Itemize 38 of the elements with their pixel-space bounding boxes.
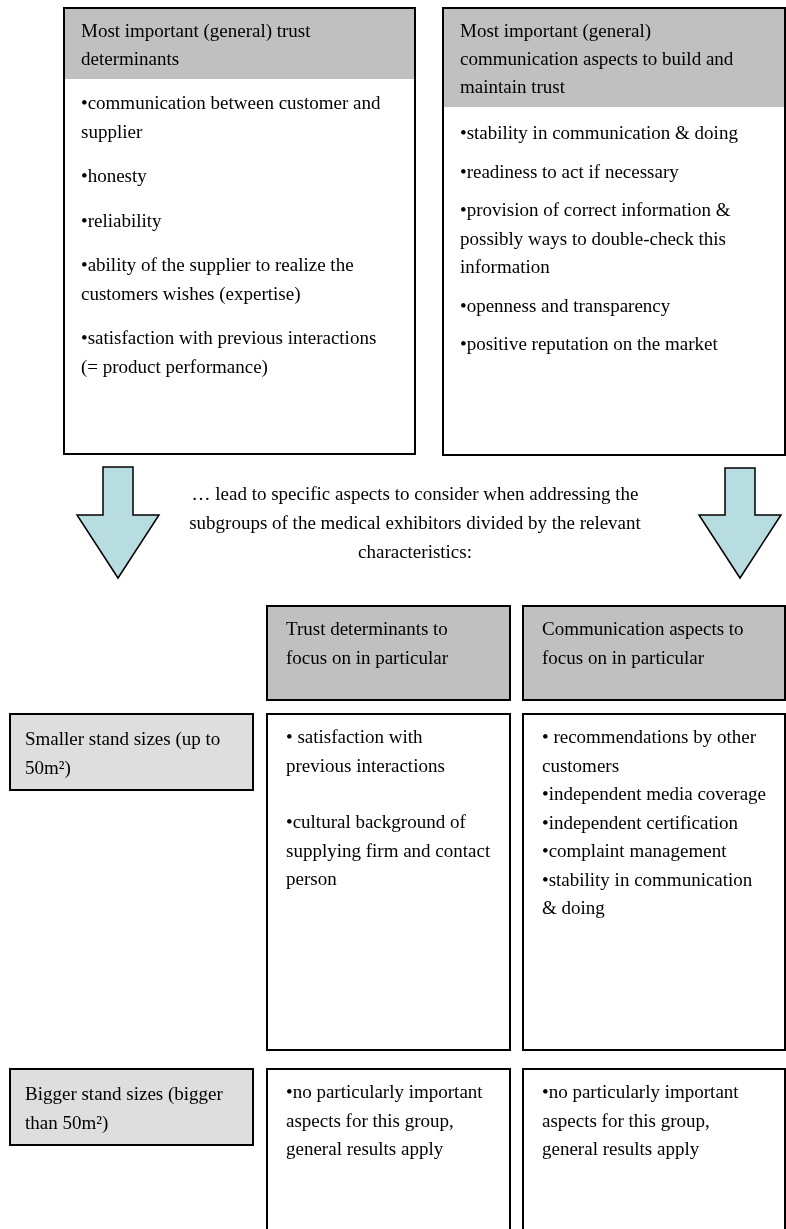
table-cell	[266, 713, 511, 1051]
bullet-item: •stability in communication & doing	[542, 867, 754, 920]
panel-heading: Most important (general) trust determinants	[65, 9, 414, 79]
bullet-item: • recommendations by other customers	[542, 725, 757, 778]
bullet-item: •reliability	[81, 208, 163, 233]
bullet-item: •independent media coverage	[542, 782, 766, 806]
column-header	[522, 605, 786, 701]
table-cell	[522, 1068, 786, 1229]
panel-heading: Most important (general) communication aspects to build and maintain trust	[444, 9, 784, 107]
bullet-item: •stability in communication & doing	[460, 121, 739, 145]
bullet-item: •ability of the supplier to realize the customers wishes (expertise)	[81, 253, 355, 306]
bullet-item: •no particularly important aspects for this group, general results apply	[542, 1080, 740, 1161]
bullet-item: •independent certification	[542, 810, 740, 835]
row-header	[9, 713, 254, 791]
bullet-item: •openness and transparency	[460, 293, 672, 318]
table-cell	[266, 1068, 511, 1229]
bullet-item: •cultural background of supplying firm and contact person	[286, 810, 491, 891]
bullet-item: •communication between customer and supplier	[81, 91, 382, 144]
list-panel	[442, 7, 786, 456]
bullet-item: •provision of correct information & possibly ways to double-check this information	[460, 198, 732, 279]
bullet-item: •positive reputation on the market	[460, 332, 719, 356]
transition-text: … lead to specific aspects to consider when addressing the subgroups of the medical exhibitors divided by the relevant characteristics:	[188, 482, 642, 564]
bullet-item: •readiness to act if necessary	[460, 159, 680, 184]
row-header	[9, 1068, 254, 1146]
down-block-arrow	[697, 467, 783, 580]
column-header	[266, 605, 511, 701]
down-block-arrow	[75, 466, 161, 580]
header-text: Communication aspects to focus on in particular	[542, 617, 745, 670]
bullet-item: •complaint management	[542, 839, 728, 863]
bullet-item: •no particularly important aspects for this group, general results apply	[286, 1080, 484, 1161]
table-cell	[522, 713, 786, 1051]
list-panel	[63, 7, 416, 455]
header-text: Smaller stand sizes (up to 50m²)	[25, 727, 222, 780]
header-text: Trust determinants to focus on in particular	[286, 617, 449, 670]
bullet-item: •satisfaction with previous interactions (= product performance)	[81, 326, 378, 379]
bullet-item: •honesty	[81, 164, 148, 188]
bullet-item: • satisfaction with previous interactions	[286, 725, 446, 778]
header-text: Bigger stand sizes (bigger than 50m²)	[25, 1082, 224, 1135]
